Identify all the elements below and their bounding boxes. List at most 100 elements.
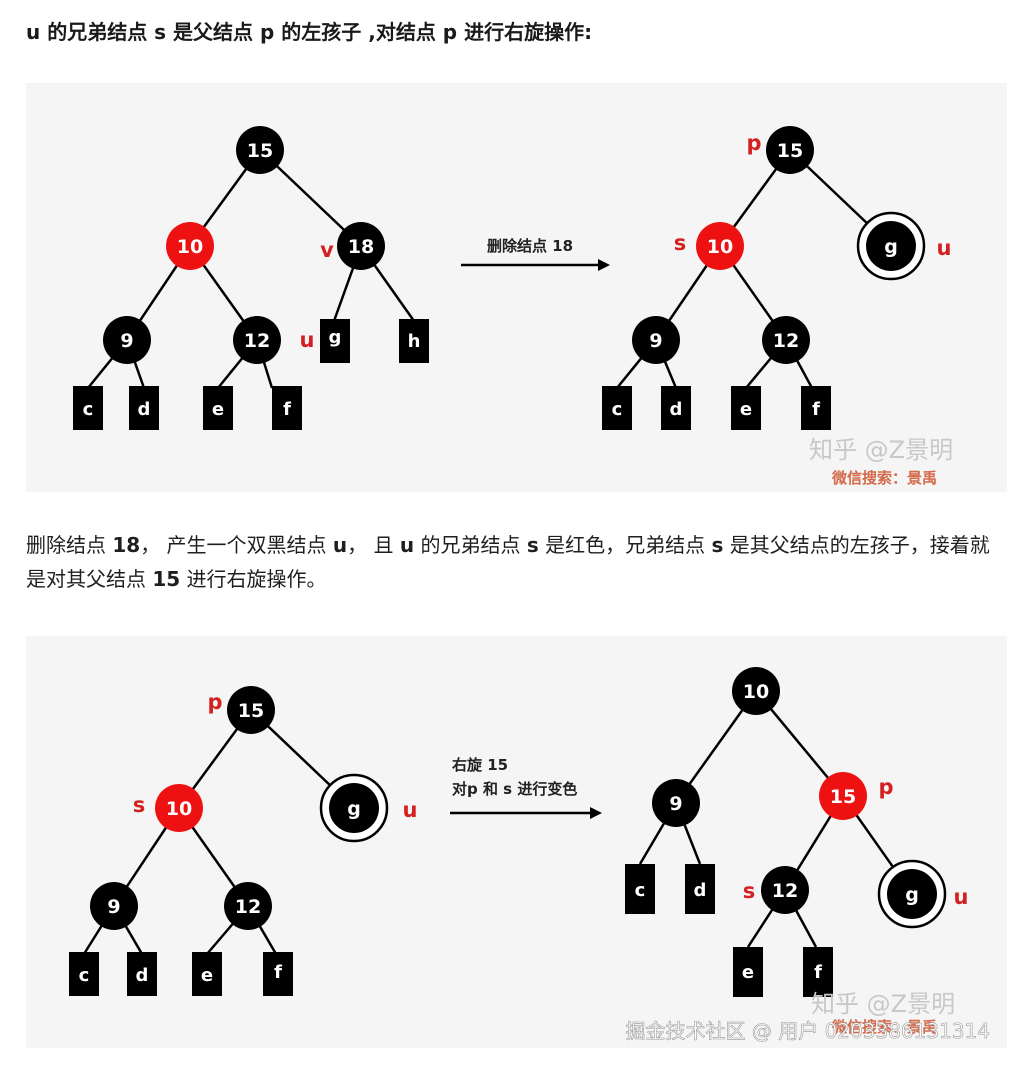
section-heading: u 的兄弟结点 s 是父结点 p 的左孩子 ,对结点 p 进行右旋操作: xyxy=(26,20,593,44)
svg-text:c: c xyxy=(79,965,90,986)
arrow-label: 删除结点 18 xyxy=(487,237,573,255)
svg-text:f: f xyxy=(274,962,282,983)
node-9: 9 xyxy=(90,882,138,930)
leaf-c: c xyxy=(73,386,103,430)
label-s: s xyxy=(743,879,756,903)
leaf-c: c xyxy=(625,864,655,914)
label-u: u xyxy=(954,885,969,909)
node-g-double-black: g xyxy=(856,211,926,281)
wechat-watermark: 微信搜索：景禹 xyxy=(831,469,937,487)
svg-text:10: 10 xyxy=(166,798,192,820)
svg-text:g: g xyxy=(884,236,898,258)
label-p: p xyxy=(878,775,893,799)
leaf-c: c xyxy=(69,952,99,996)
label-p: p xyxy=(746,131,761,155)
node-15: 15 xyxy=(766,126,814,174)
svg-text:10: 10 xyxy=(743,681,769,703)
svg-text:d: d xyxy=(694,880,707,901)
leaf-f: f xyxy=(801,386,831,430)
label-u: u xyxy=(403,798,418,822)
leaf-d: d xyxy=(129,386,159,430)
svg-text:g: g xyxy=(905,884,919,906)
arrow-label-rotate: 右旋 15 xyxy=(452,756,508,774)
svg-text:12: 12 xyxy=(244,330,270,352)
label-u: u xyxy=(300,328,315,352)
svg-text:h: h xyxy=(408,331,421,352)
svg-text:d: d xyxy=(136,965,149,986)
svg-text:c: c xyxy=(635,880,646,901)
svg-text:e: e xyxy=(201,965,213,986)
node-9: 9 xyxy=(652,779,700,827)
svg-text:15: 15 xyxy=(247,140,273,162)
svg-text:e: e xyxy=(740,399,752,420)
svg-text:15: 15 xyxy=(830,786,856,808)
node-15: 15 xyxy=(227,686,275,734)
diagram-1-svg: 15 10 18 9 12 c d e f g h v u 删除结点 18 15… xyxy=(73,126,953,487)
wechat-watermark: 微信搜索：景禹 xyxy=(831,1018,937,1036)
explanation-paragraph: 删除结点 18， 产生一个双黑结点 u， 且 u 的兄弟结点 s 是红色，兄弟结… xyxy=(26,533,990,591)
svg-text:15: 15 xyxy=(238,700,264,722)
svg-text:e: e xyxy=(742,962,754,983)
leaf-e: e xyxy=(731,386,761,430)
leaf-d: d xyxy=(661,386,691,430)
svg-text:c: c xyxy=(83,399,94,420)
leaf-f: f xyxy=(803,947,833,997)
svg-text:10: 10 xyxy=(707,236,733,258)
node-10: 10 xyxy=(732,667,780,715)
arrow-label-recolor: 对p 和 s 进行变色 xyxy=(452,780,577,798)
svg-text:12: 12 xyxy=(772,880,798,902)
leaf-h: h xyxy=(399,319,429,363)
label-u: u xyxy=(937,236,952,260)
leaf-f: f xyxy=(272,386,302,430)
svg-text:d: d xyxy=(138,399,151,420)
svg-text:g: g xyxy=(329,327,342,348)
svg-text:f: f xyxy=(283,399,291,420)
node-9: 9 xyxy=(103,316,151,364)
node-15-red: 15 xyxy=(819,772,867,820)
svg-text:g: g xyxy=(347,798,361,820)
svg-text:12: 12 xyxy=(773,330,799,352)
svg-text:15: 15 xyxy=(777,140,803,162)
diagram-rotate-right-15: 15 10 g 9 12 c d e f p s u 右旋 15 对p 和 s … xyxy=(26,636,1007,1048)
arrow-right xyxy=(461,259,610,271)
diagram-2-svg: 15 10 g 9 12 c d e f p s u 右旋 15 对p 和 s … xyxy=(69,667,991,1043)
svg-text:9: 9 xyxy=(120,330,133,352)
zhihu-watermark: 知乎 @Z景明 xyxy=(809,436,953,464)
node-g-double-black: g xyxy=(877,859,947,929)
node-12: 12 xyxy=(233,316,281,364)
diagram-delete-18: 15 10 18 9 12 c d e f g h v u 删除结点 18 15… xyxy=(26,83,1007,492)
zhihu-watermark: 知乎 @Z景明 xyxy=(811,990,955,1018)
leaf-e: e xyxy=(203,386,233,430)
svg-text:9: 9 xyxy=(649,330,662,352)
svg-text:c: c xyxy=(612,399,623,420)
juejin-watermark: 掘金技术社区 @ 用户 0203386131314 xyxy=(626,1019,991,1043)
node-9: 9 xyxy=(632,316,680,364)
node-12: 12 xyxy=(761,866,809,914)
label-p: p xyxy=(207,690,222,714)
label-s: s xyxy=(133,793,146,817)
node-10-red: 10 xyxy=(155,784,203,832)
node-10-red: 10 xyxy=(166,222,214,270)
node-15: 15 xyxy=(236,126,284,174)
svg-text:e: e xyxy=(212,399,224,420)
leaf-d: d xyxy=(685,864,715,914)
leaf-f: f xyxy=(263,952,293,996)
svg-text:d: d xyxy=(670,399,683,420)
svg-text:18: 18 xyxy=(348,236,374,258)
leaf-c: c xyxy=(602,386,632,430)
svg-text:10: 10 xyxy=(177,236,203,258)
leaf-e: e xyxy=(192,952,222,996)
node-12: 12 xyxy=(224,882,272,930)
svg-text:9: 9 xyxy=(669,793,682,815)
svg-text:f: f xyxy=(814,962,822,983)
node-10-red: 10 xyxy=(696,222,744,270)
leaf-g: g xyxy=(320,319,350,363)
label-s: s xyxy=(674,231,687,255)
svg-text:12: 12 xyxy=(235,896,261,918)
arrow-right xyxy=(450,807,602,819)
leaf-e: e xyxy=(733,947,763,997)
leaf-d: d xyxy=(127,952,157,996)
label-v: v xyxy=(320,238,334,262)
svg-text:9: 9 xyxy=(107,896,120,918)
node-12: 12 xyxy=(762,316,810,364)
